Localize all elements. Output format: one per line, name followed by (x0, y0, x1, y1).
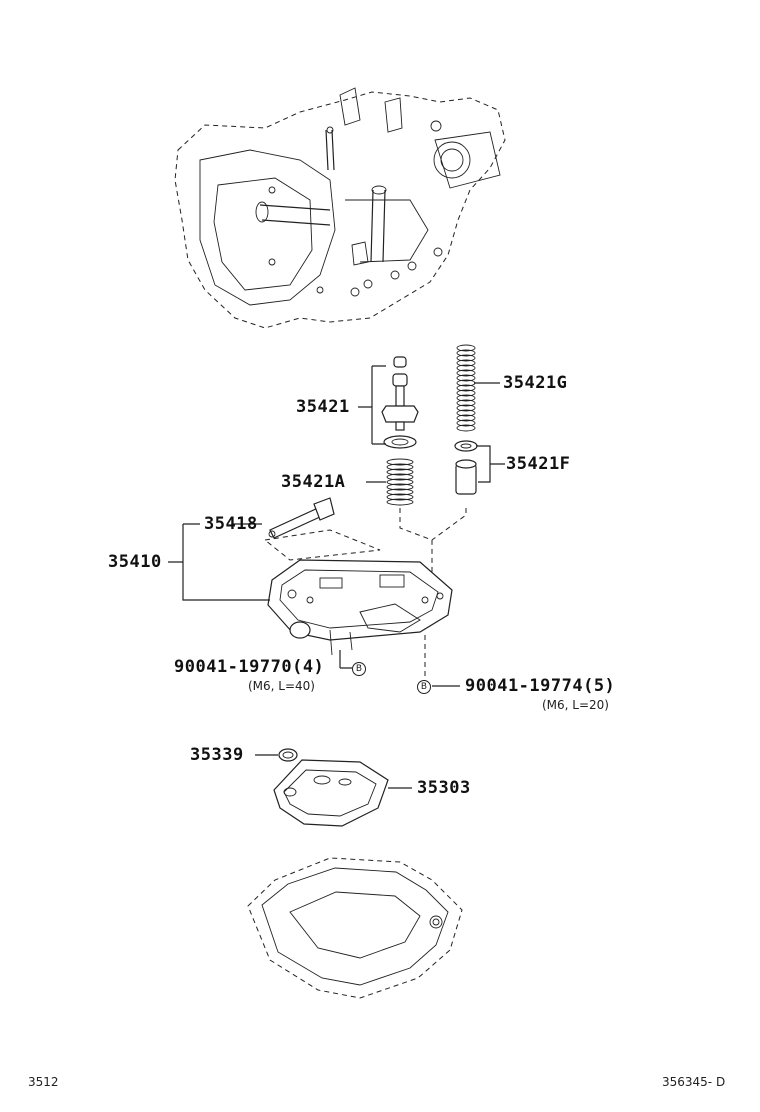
strainer-35303 (273, 759, 389, 827)
spring-coil (456, 394, 476, 402)
spring-coil (456, 389, 476, 397)
spring-coil (456, 364, 476, 372)
spring-coil (456, 384, 476, 392)
spring-coil (456, 399, 476, 407)
spring-coil (456, 414, 476, 422)
plug-35421F (454, 440, 505, 495)
reference-b-marker: B (417, 680, 431, 694)
spring-coil (456, 374, 476, 382)
spring-coil (456, 349, 476, 357)
bolt-35418 (268, 497, 335, 539)
spring-coil (386, 463, 414, 471)
spring-coil (456, 404, 476, 412)
spring-35421A (386, 458, 414, 506)
spring-coil (456, 354, 476, 362)
label-35303: 35303 (417, 778, 471, 798)
spring-coil (386, 473, 414, 481)
spring-coil (456, 344, 476, 352)
spec-90041-19774: (M6, L=20) (542, 698, 609, 712)
spring-coil (456, 359, 476, 367)
spring-coil (456, 419, 476, 427)
reference-b-marker: B (352, 662, 366, 676)
spring-35421G (456, 344, 476, 432)
label-35421: 35421 (296, 397, 350, 417)
spring-coil (456, 409, 476, 417)
label-90041-19774: 90041-19774(5) (465, 676, 616, 696)
spring-coil (386, 458, 414, 466)
valve-35421 (358, 356, 419, 449)
footer-left-code: 3512 (28, 1075, 59, 1089)
spring-coil (386, 483, 414, 491)
label-35339: 35339 (190, 745, 244, 765)
spring-coil (386, 488, 414, 496)
spring-coil (386, 478, 414, 486)
o-ring-35339 (278, 748, 298, 762)
transmission-case (174, 87, 506, 329)
label-35418: 35418 (204, 514, 258, 534)
label-35421A: 35421A (281, 472, 346, 492)
spring-coil (456, 424, 476, 432)
spring-coil (456, 369, 476, 377)
label-90041-19770: 90041-19770(4) (174, 657, 325, 677)
label-35421G: 35421G (503, 373, 568, 393)
spec-90041-19770: (M6, L=40) (248, 679, 315, 693)
label-35410: 35410 (108, 552, 162, 572)
valve-body-35410 (267, 559, 453, 656)
label-35421F: 35421F (506, 454, 571, 474)
spring-coil (386, 468, 414, 476)
spring-coil (386, 493, 414, 501)
oil-pan (247, 857, 463, 999)
footer-right-code: 356345- D (662, 1075, 726, 1089)
spring-coil (386, 498, 414, 506)
